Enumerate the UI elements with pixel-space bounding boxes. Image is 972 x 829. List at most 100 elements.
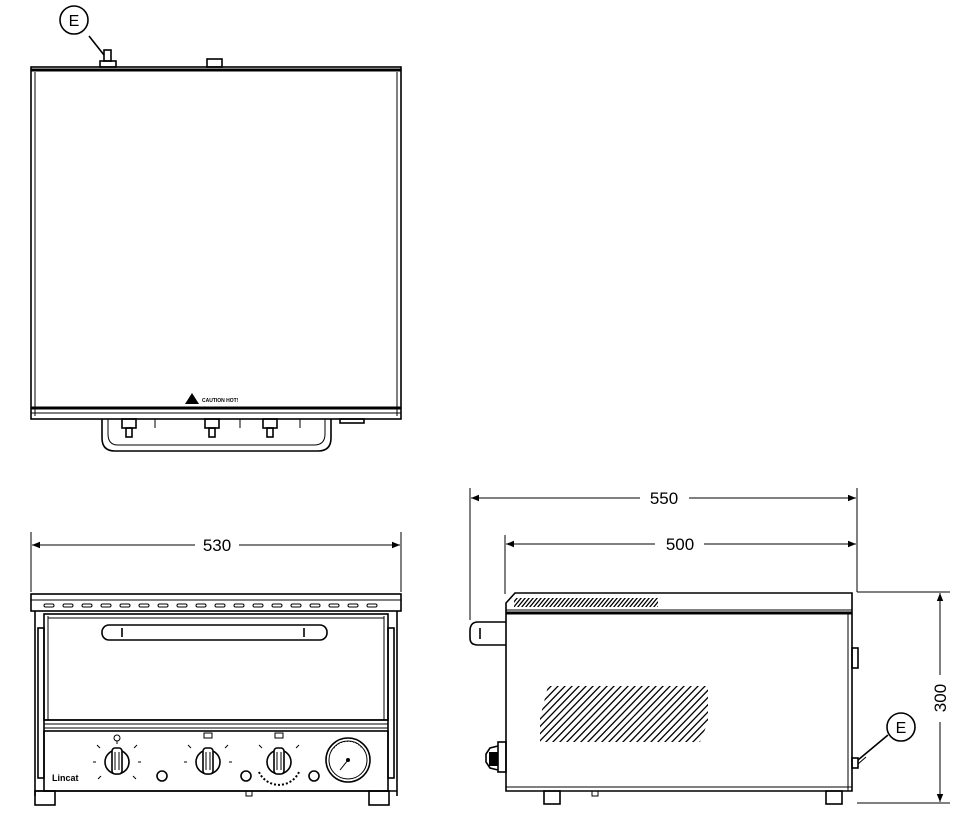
oven-door bbox=[43, 613, 389, 721]
hatch-line bbox=[636, 598, 647, 607]
hatch-line bbox=[540, 598, 551, 607]
hatch-line bbox=[552, 598, 563, 607]
louvre-line bbox=[689, 686, 708, 742]
louvre-line bbox=[540, 686, 583, 742]
top-vent-slots bbox=[43, 603, 378, 608]
hatch-line bbox=[628, 598, 639, 607]
hatch-line bbox=[661, 597, 670, 608]
hatch-line bbox=[528, 598, 539, 607]
hatch-line bbox=[556, 598, 567, 607]
louvre-line bbox=[563, 686, 625, 742]
hatch-line bbox=[536, 598, 547, 607]
knob-1 bbox=[93, 734, 141, 780]
vent-slot bbox=[328, 603, 340, 608]
vent-slot bbox=[214, 603, 226, 608]
hatch-line bbox=[600, 598, 611, 607]
louvre-line bbox=[640, 686, 702, 742]
hatch-line bbox=[516, 598, 527, 607]
hatch-line bbox=[620, 598, 631, 607]
earth-stud-side bbox=[851, 734, 889, 769]
vent-slot bbox=[138, 603, 150, 608]
louvre-line bbox=[682, 686, 708, 742]
hatch-line bbox=[616, 598, 627, 607]
side-top-vent bbox=[514, 597, 674, 608]
svg-text:300: 300 bbox=[931, 684, 950, 712]
hatch-line bbox=[514, 598, 519, 603]
hatch-line bbox=[564, 598, 575, 607]
hatch-line bbox=[656, 605, 658, 607]
knob-3 bbox=[258, 732, 300, 786]
dim-width-front: 530 bbox=[30, 532, 402, 592]
louvre-line bbox=[711, 683, 771, 745]
vent-slot bbox=[347, 603, 359, 608]
louvre-line bbox=[605, 686, 667, 742]
vent-slot bbox=[271, 603, 283, 608]
indicator-light-2 bbox=[240, 770, 252, 782]
hatch-line bbox=[608, 598, 619, 607]
louvre-line bbox=[540, 686, 576, 742]
louvre-line bbox=[540, 686, 548, 742]
knob-2 bbox=[184, 732, 232, 775]
hatch-line bbox=[560, 598, 571, 607]
louvre-line bbox=[570, 686, 632, 742]
earth-label-side: E bbox=[886, 712, 916, 742]
louvre-line bbox=[540, 686, 597, 742]
svg-text:CAUTION HOT!: CAUTION HOT! bbox=[202, 398, 239, 404]
svg-text:E: E bbox=[896, 720, 907, 737]
hatch-line bbox=[568, 598, 579, 607]
brand-logo: Lincat bbox=[52, 773, 79, 783]
caution-label: CAUTION HOT! bbox=[185, 393, 239, 404]
door-handle bbox=[101, 624, 328, 641]
louvre-line bbox=[703, 686, 708, 742]
hatch-line bbox=[632, 598, 643, 607]
dim-depth-body: 500 bbox=[504, 535, 856, 594]
louvre-line bbox=[675, 686, 708, 742]
hatch-line bbox=[624, 598, 635, 607]
indicator-light-3 bbox=[308, 770, 320, 782]
hatch-line bbox=[588, 598, 599, 607]
louvre-line bbox=[540, 686, 562, 742]
louvre-line bbox=[540, 686, 569, 742]
vent-slot bbox=[252, 603, 264, 608]
hatch-line bbox=[514, 598, 523, 607]
side-handle bbox=[469, 621, 506, 646]
vent-slot bbox=[43, 603, 55, 608]
hatch-line bbox=[584, 598, 595, 607]
hatch-line bbox=[652, 600, 658, 607]
louvre-line bbox=[540, 686, 590, 742]
louvre-line bbox=[626, 686, 688, 742]
control-panel bbox=[43, 730, 389, 792]
hatch-line bbox=[604, 598, 615, 607]
hatch-line bbox=[612, 598, 623, 607]
dim-depth-overall: 550 bbox=[469, 488, 858, 620]
hatch-line bbox=[548, 598, 559, 607]
svg-text:E: E bbox=[69, 13, 80, 30]
vent-slot bbox=[366, 603, 378, 608]
hatch-line bbox=[592, 598, 603, 607]
svg-text:550: 550 bbox=[650, 489, 678, 508]
top-view-outline bbox=[30, 66, 402, 420]
vent-slot bbox=[119, 603, 131, 608]
side-view: 550 500 300 bbox=[469, 488, 950, 805]
vent-slot bbox=[100, 603, 112, 608]
hatch-line bbox=[580, 598, 591, 607]
vent-slot bbox=[176, 603, 188, 608]
hatch-line bbox=[640, 598, 651, 607]
top-view: E CAUTION HOT! bbox=[30, 5, 402, 452]
hatch-line bbox=[524, 598, 535, 607]
louvre-line bbox=[549, 686, 611, 742]
earth-label-top: E bbox=[59, 5, 89, 35]
louvre-line bbox=[633, 686, 695, 742]
louvre-line bbox=[654, 686, 708, 742]
vent-slot bbox=[290, 603, 302, 608]
vent-slot bbox=[157, 603, 169, 608]
indicator-light-1 bbox=[156, 770, 168, 782]
hatch-line bbox=[665, 597, 674, 608]
hatch-line bbox=[532, 598, 543, 607]
louvre-line bbox=[556, 686, 618, 742]
louvre-line bbox=[598, 686, 660, 742]
front-view: 530 Lincat bbox=[30, 532, 402, 806]
hatch-line bbox=[572, 598, 583, 607]
svg-text:530: 530 bbox=[203, 536, 231, 555]
louvre-line bbox=[661, 686, 708, 742]
